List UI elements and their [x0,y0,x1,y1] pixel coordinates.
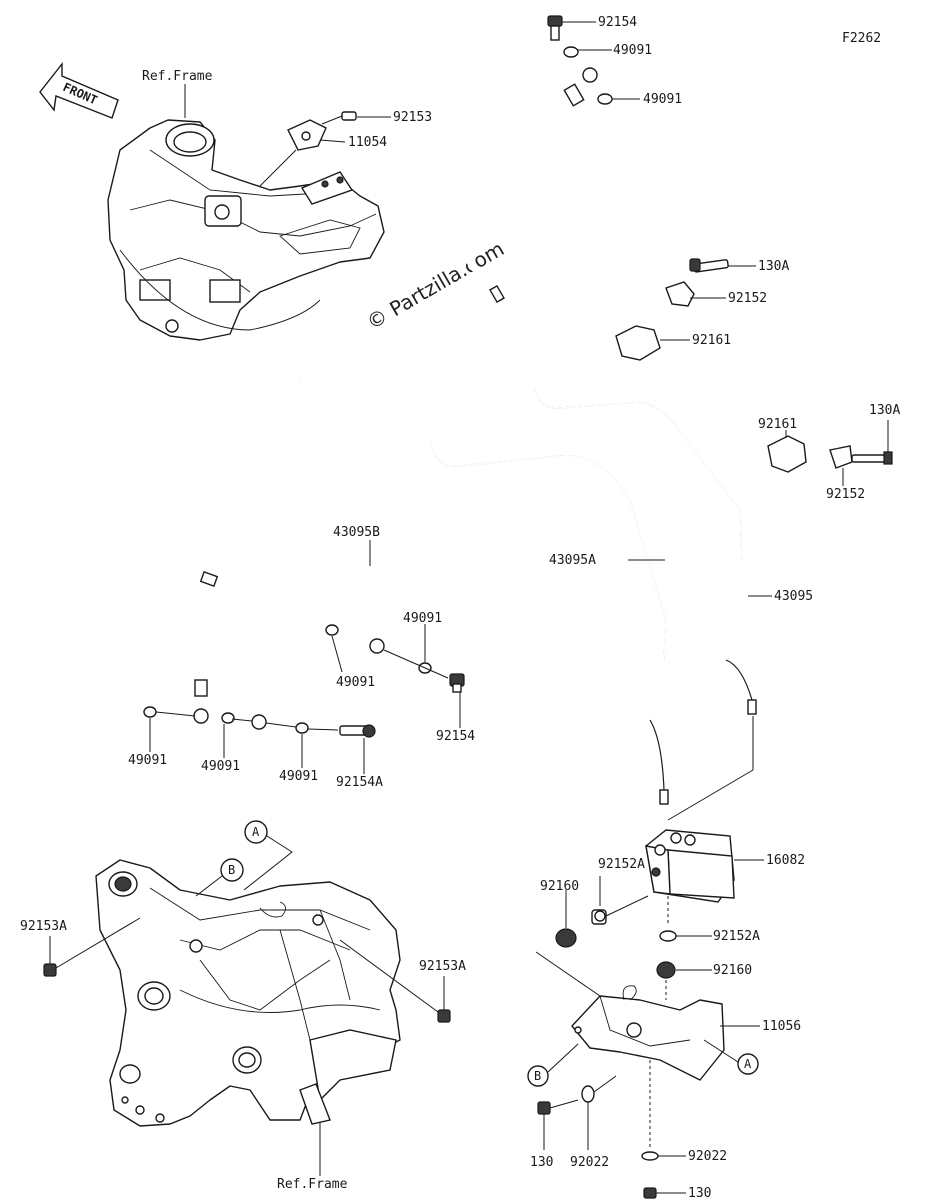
brake-pipe-43095A: 43095A [297,350,669,805]
label-11054: 11054 [348,135,387,150]
label-43095: 43095 [774,589,813,604]
label-92152-a: 92152 [728,291,767,306]
frame-bolts-group: 92153A 92153A [20,917,466,1023]
label-92160-a: 92160 [540,879,579,894]
upper-brake-hose [434,83,585,392]
top-frame-illustration: Ref.Frame [107,69,385,341]
callout-a-bracket: A [744,1057,752,1071]
clamp-group-lower: 92161 130A 92152 [758,403,900,502]
ref-frame-bottom-label: Ref.Frame [277,1177,348,1192]
label-92161-a: 92161 [692,333,731,348]
bottom-frame-illustration: Ref.Frame [95,859,401,1192]
mid-fittings-group: 49091 49091 92154 [325,611,475,744]
bracket-callouts: B A [527,1039,759,1087]
left-front-hose [191,378,303,724]
abs-unit-16082: 16082 [645,829,805,926]
label-49091-top2: 49091 [643,92,682,107]
label-92022-a: 92022 [570,1155,609,1170]
label-16082: 16082 [766,853,805,868]
brake-pipe-43095: 43095 [534,389,813,821]
abs-mount-group: 92152A 92160 92152A 92160 [535,857,760,1019]
label-92022-b: 92022 [688,1149,727,1164]
label-92160-b: 92160 [713,963,752,978]
frame-callouts: A B [195,820,293,897]
label-49091-low3: 49091 [279,769,318,784]
top-banjo-group: 92154 49091 49091 [547,15,682,107]
figure-code: F2262 [842,31,881,46]
label-49091-mid2: 49091 [403,611,442,626]
callout-a-frame: A [252,825,260,839]
label-130A-b: 130A [869,403,900,418]
label-92153: 92153 [393,110,432,125]
callout-b-frame: B [228,863,235,877]
label-92152A-a: 92152A [598,857,645,872]
label-92152-b: 92152 [826,487,865,502]
label-130-a: 130 [530,1155,553,1170]
lower-fittings-group: 49091 49091 49091 92154A [128,706,383,790]
label-92152A-b: 92152A [713,929,760,944]
label-92153A-b: 92153A [419,959,466,974]
label-49091-low2: 49091 [201,759,240,774]
bracket-fasteners-group: 130 92022 92022 130 [530,1075,727,1200]
label-130-b: 130 [688,1186,711,1200]
label-43095B: 43095B [333,525,380,540]
clamp-11054-group: 92153 11054 [259,110,432,187]
label-49091-low1: 49091 [128,753,167,768]
label-92154-top: 92154 [598,15,637,30]
label-92153A-a: 92153A [20,919,67,934]
callout-b-bracket: B [534,1069,541,1083]
bracket-11056: 11056 [571,980,801,1150]
label-130A-a: 130A [758,259,789,274]
ref-frame-top-label: Ref.Frame [142,69,213,84]
label-49091-top1: 49091 [613,43,652,58]
label-49091-mid1: 49091 [336,675,375,690]
brake-hose-43095B: 43095B [251,525,394,730]
label-43095A: 43095A [549,553,596,568]
label-11056: 11056 [762,1019,801,1034]
label-92161-b: 92161 [758,417,797,432]
front-arrow-icon: FRONT [39,61,119,119]
label-92154-mid: 92154 [436,729,475,744]
clamp-group-upper: 130A 92152 92161 [615,258,789,361]
label-92154A: 92154A [336,775,383,790]
